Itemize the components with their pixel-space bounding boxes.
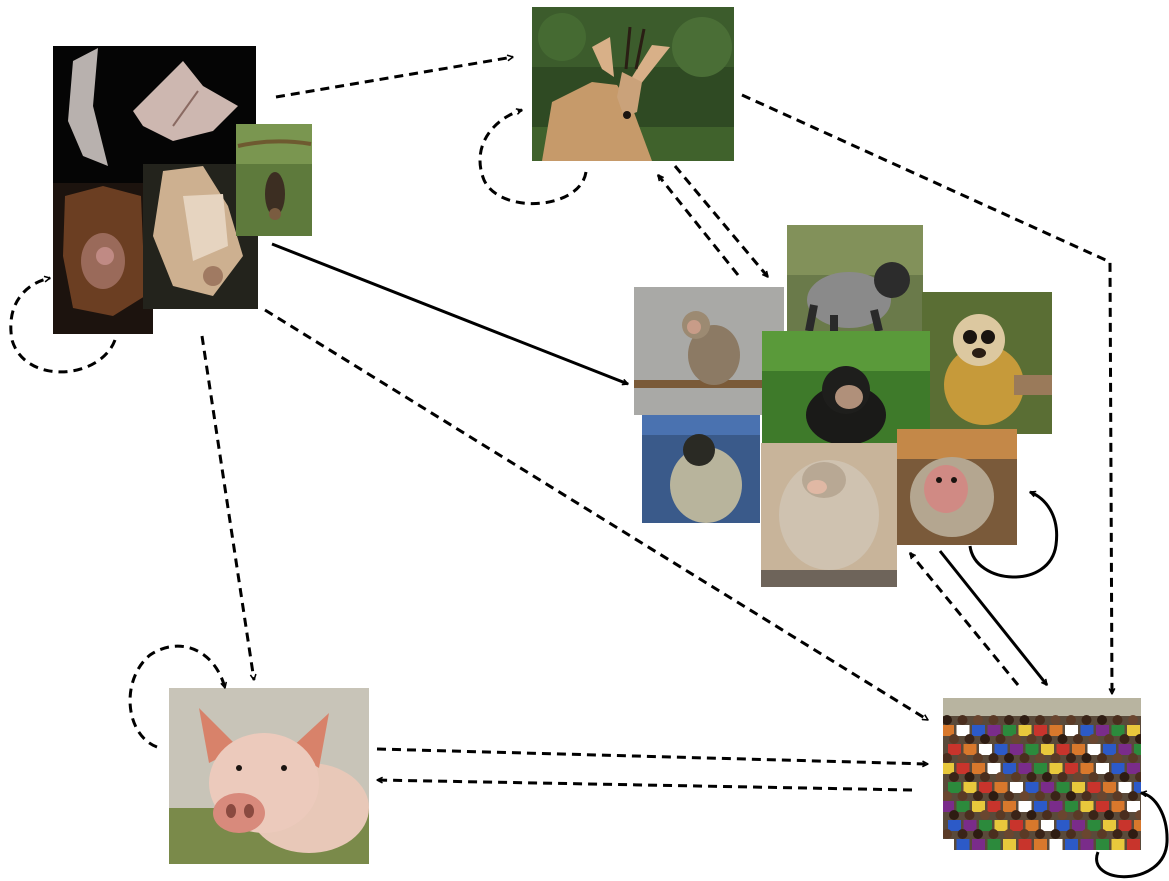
- duiker-antelope-photo: [532, 7, 734, 161]
- arrow-humans-to-primates: [908, 553, 1020, 686]
- arrow-primates-to-humans: [938, 550, 1049, 685]
- arrow-duiker-to-humans: [741, 93, 1112, 694]
- nonhuman-primates-photo-group: [634, 225, 1052, 587]
- domestic-pig-photo: [169, 688, 369, 864]
- loop-primates: [968, 490, 1059, 579]
- arrow-duiker-to-primates: [673, 165, 770, 277]
- arrow-bats-to-pig: [200, 335, 254, 680]
- loop-bats: [9, 278, 117, 374]
- crowd-faces: [943, 715, 1141, 850]
- bats-photo-group: [53, 46, 313, 336]
- arrow-bats-to-duiker: [275, 57, 513, 99]
- duiker-illustration: [532, 7, 734, 161]
- arrow-humans-to-pig: [377, 780, 913, 792]
- loop-duiker: [478, 110, 588, 206]
- bats-illustration: [53, 46, 312, 334]
- arrow-bats-to-humans: [264, 308, 928, 722]
- loop-pig: [128, 644, 225, 749]
- arrow-pig-to-humans: [376, 747, 928, 764]
- arrow-bats-to-primates: [271, 242, 628, 386]
- human-crowd-photo: [943, 698, 1141, 850]
- primates-illustration: [634, 225, 1052, 587]
- arrow-primates-to-duiker: [656, 175, 740, 276]
- loop-humans: [1095, 793, 1169, 879]
- pig-illustration: [169, 688, 369, 864]
- crowd-illustration: [943, 698, 1141, 850]
